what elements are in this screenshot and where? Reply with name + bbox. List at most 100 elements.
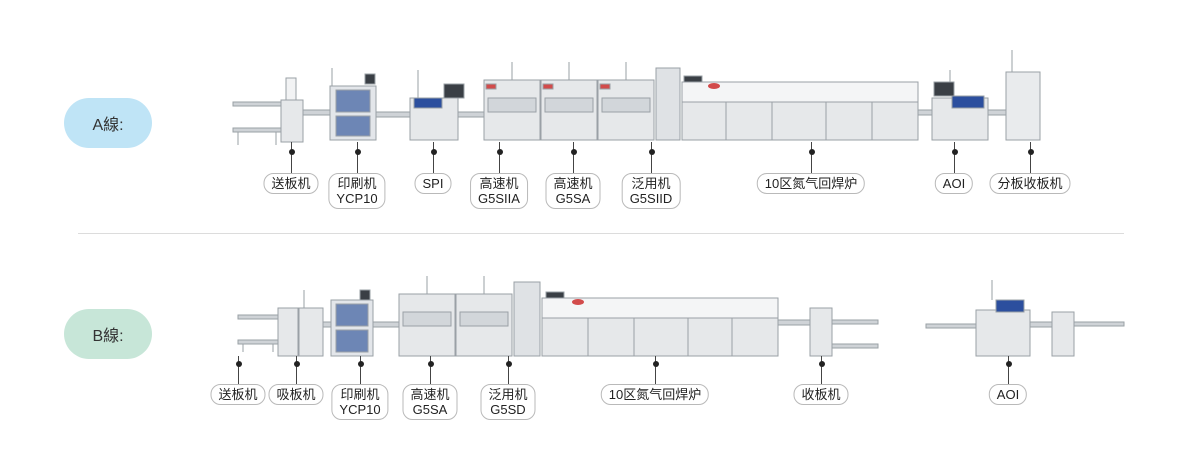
b-g5sd-machine [455, 276, 513, 357]
line-b-station-6-stem [821, 356, 822, 384]
line-a-title: A線: [92, 117, 124, 134]
station-label-line: 高速机 [553, 176, 593, 191]
line-a-machines [232, 50, 1041, 145]
line-b-station-1-stem [296, 356, 297, 384]
a-g5siid-machine [597, 62, 655, 141]
a-printer-machine [329, 68, 377, 141]
station-label-line: G5SIIA [478, 191, 520, 206]
line-b-title: B線: [92, 328, 124, 345]
line-a-badge: A線: [64, 98, 152, 148]
station-label-line: YCP10 [336, 191, 378, 206]
a-unloader-machine [1005, 50, 1041, 141]
line-a-station-7-dot [951, 149, 958, 155]
line-a-station-3-stem [499, 142, 500, 173]
line-b-station-label: 收板机 [793, 384, 849, 405]
station-label-line: 10区氮气回焊炉 [764, 176, 858, 191]
station-label-line: 印刷机 [340, 387, 380, 402]
line-b-station-1-dot [293, 361, 300, 367]
line-b-badge: B線: [64, 309, 152, 359]
station-label-line: 送板机 [271, 176, 311, 191]
station-label-line: 高速机 [410, 387, 450, 402]
line-b-station-4-dot [505, 361, 512, 367]
station-label-line: 送板机 [218, 387, 258, 402]
line-a-station-5-stem [651, 142, 652, 173]
station-label-line: G5SD [490, 402, 526, 417]
line-a-station-7-stem [954, 142, 955, 173]
station-label-line: 分板收板机 [997, 176, 1063, 191]
line-a-station-4-stem [573, 142, 574, 173]
a-reflow-oven [655, 67, 919, 141]
line-a-station-3-dot [496, 149, 503, 155]
a-g5sa-machine [540, 62, 598, 141]
line-b-station-7-dot [1005, 361, 1012, 367]
line-b-station-2-stem [360, 356, 361, 384]
line-a-station-0-dot [288, 149, 295, 155]
station-label-line: YCP10 [339, 402, 381, 417]
line-a-station-6-dot [808, 149, 815, 155]
line-a-station-label: 分板收板机 [989, 173, 1071, 194]
station-label-line: 泛用机 [488, 387, 528, 402]
section-divider [78, 233, 1124, 234]
station-label-line: SPI [422, 176, 444, 191]
line-a-station-4-dot [570, 149, 577, 155]
line-b-station-2-dot [357, 361, 364, 367]
station-label-line: 10区氮气回焊炉 [608, 387, 702, 402]
line-b-station-3-stem [430, 356, 431, 384]
b-loader-machine [237, 307, 299, 357]
line-b-station-0-dot [235, 361, 242, 367]
line-b-station-5-stem [655, 356, 656, 384]
line-a-station-0-stem [291, 142, 292, 173]
line-b-station-3-dot [427, 361, 434, 367]
b-reflow-oven [513, 281, 779, 357]
line-a-station-2-dot [430, 149, 437, 155]
line-b-station-label: 送板机 [210, 384, 266, 405]
a-spi-machine [409, 70, 465, 141]
line-a-station-label: 送板机 [263, 173, 319, 194]
line-a-station-label: SPI [414, 173, 452, 194]
station-label-line: G5SIID [629, 191, 673, 206]
line-a-station-label: 10区氮气回焊炉 [756, 173, 866, 194]
line-b-machines [237, 276, 1125, 357]
line-b-station-6-dot [818, 361, 825, 367]
line-a-station-5-dot [648, 149, 655, 155]
line-a-station-1-dot [354, 149, 361, 155]
line-b-station-4-stem [508, 356, 509, 384]
line-a-station-8-dot [1027, 149, 1034, 155]
line-b-station-label: 吸板机 [268, 384, 324, 405]
station-label-line: AOI [996, 387, 1020, 402]
line-b-station-5-dot [652, 361, 659, 367]
station-label-line: AOI [942, 176, 966, 191]
station-label-line: 泛用机 [631, 176, 671, 191]
station-label-line: 印刷机 [337, 176, 377, 191]
line-b-station-label: 10区氮气回焊炉 [600, 384, 710, 405]
line-b-station-label: AOI [988, 384, 1028, 405]
station-label-line: 收板机 [801, 387, 841, 402]
b-printer-machine [330, 289, 374, 357]
line-a-station-8-stem [1030, 142, 1031, 173]
line-b-station-0-stem [238, 356, 239, 384]
b-vacuum-loader-machine [298, 290, 324, 357]
station-label-line: 吸板机 [276, 387, 316, 402]
a-aoi-machine [931, 70, 989, 141]
b-g5sa-machine [398, 276, 456, 357]
a-g5siia-machine [483, 62, 541, 141]
station-label-line: 高速机 [479, 176, 519, 191]
line-a-station-label: AOI [934, 173, 974, 194]
station-label-line: G5SA [412, 402, 448, 417]
line-b-station-7-stem [1008, 356, 1009, 384]
line-a-station-1-stem [357, 142, 358, 173]
line-a-station-6-stem [811, 142, 812, 173]
b-unloader-machine [809, 307, 879, 357]
a-loader-machine [232, 77, 304, 145]
station-label-line: G5SA [555, 191, 591, 206]
line-a-station-2-stem [433, 142, 434, 173]
b-aoi-machine [925, 280, 1125, 357]
